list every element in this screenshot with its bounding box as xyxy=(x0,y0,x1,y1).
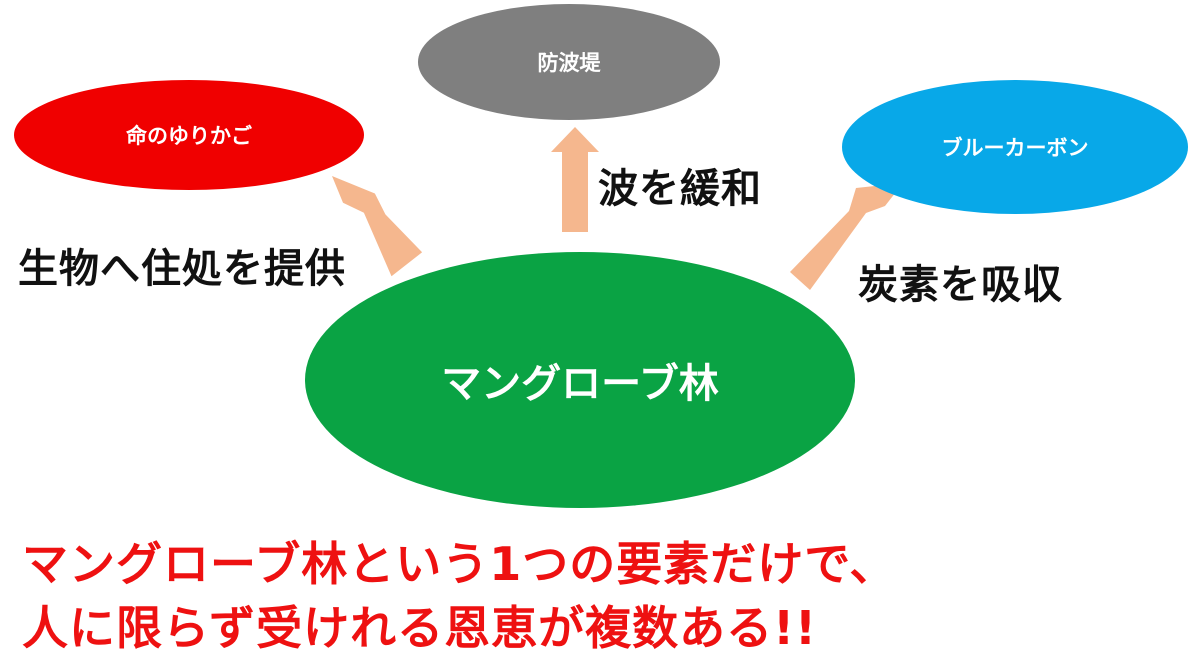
edge-label-carbon-absorption: 炭素を吸収 xyxy=(858,262,1063,308)
conclusion-line-2: 人に限らず受けれる恩恵が複数ある!! xyxy=(22,601,818,655)
node-mangrove-forest: マングローブ林 xyxy=(305,252,855,508)
node-center-label: マングローブ林 xyxy=(441,361,719,407)
arrow-to-left xyxy=(332,176,423,277)
conclusion-line-1: マングローブ林という1つの要素だけで、 xyxy=(22,537,897,591)
node-top-label: 防波堤 xyxy=(537,51,601,75)
arrow-to-top xyxy=(551,127,599,232)
edge-label-wave-mitigation: 波を緩和 xyxy=(598,166,762,212)
node-right-label: ブルーカーボン xyxy=(941,136,1089,160)
arrow-to-right xyxy=(790,183,903,290)
edge-label-habitat: 生物へ住処を提供 xyxy=(18,246,346,292)
node-left-label: 命のゆりかご xyxy=(126,124,252,148)
node-bouhatei: 防波堤 xyxy=(418,4,720,120)
node-blue-carbon: ブルーカーボン xyxy=(842,80,1188,214)
node-inochi-no-yurikago: 命のゆりかご xyxy=(14,80,364,190)
